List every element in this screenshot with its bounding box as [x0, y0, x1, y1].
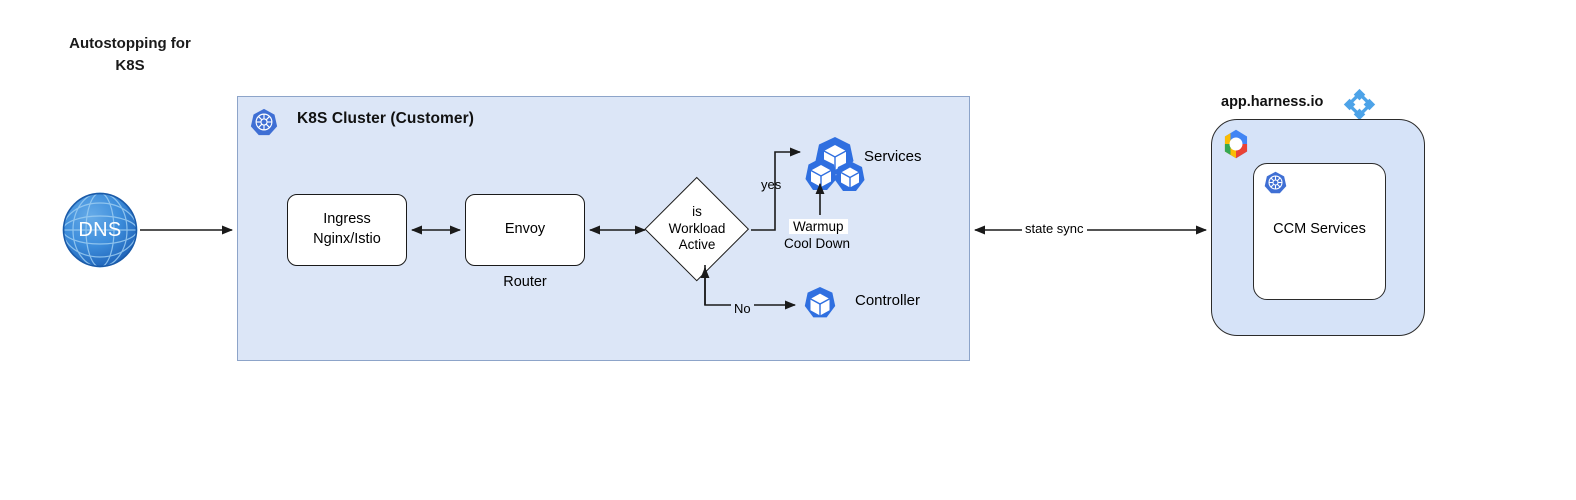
harness-logo-icon — [1343, 88, 1376, 121]
envoy-label: Envoy — [504, 221, 546, 238]
services-label: Services — [864, 148, 922, 165]
router-label: Router — [503, 274, 547, 290]
kubernetes-pods-icon — [805, 137, 865, 191]
ingress-label: Ingress Nginx/Istio — [313, 211, 381, 247]
decision-label: is Workload Active — [668, 204, 726, 253]
globe-icon — [62, 192, 138, 268]
ingress-node: Ingress Nginx/Istio — [287, 194, 407, 266]
edge-label-cooldown: Cool Down — [784, 236, 851, 251]
ccm-services-label: CCM Services — [1273, 221, 1366, 237]
edge-label-no: No — [731, 301, 754, 316]
dns-label: DNS — [78, 218, 122, 241]
kubernetes-pod-icon — [804, 286, 836, 318]
edge-label-yes: yes — [761, 177, 782, 192]
decision-node: is Workload Active — [645, 177, 749, 281]
kubernetes-icon — [1264, 171, 1287, 194]
kubernetes-icon — [250, 108, 278, 136]
page-title: Autostopping for K8S — [69, 35, 191, 74]
harness-domain-label: app.harness.io — [1221, 94, 1324, 110]
edge-label-state-sync: state sync — [1022, 221, 1087, 236]
k8s-cluster-title: K8S Cluster (Customer) — [297, 110, 475, 127]
edge-label-warmup: Warmup — [789, 219, 848, 234]
envoy-node: Envoy — [465, 194, 585, 266]
controller-label: Controller — [855, 292, 921, 309]
google-cloud-icon — [1224, 129, 1248, 159]
dns-node: DNS — [62, 192, 138, 268]
